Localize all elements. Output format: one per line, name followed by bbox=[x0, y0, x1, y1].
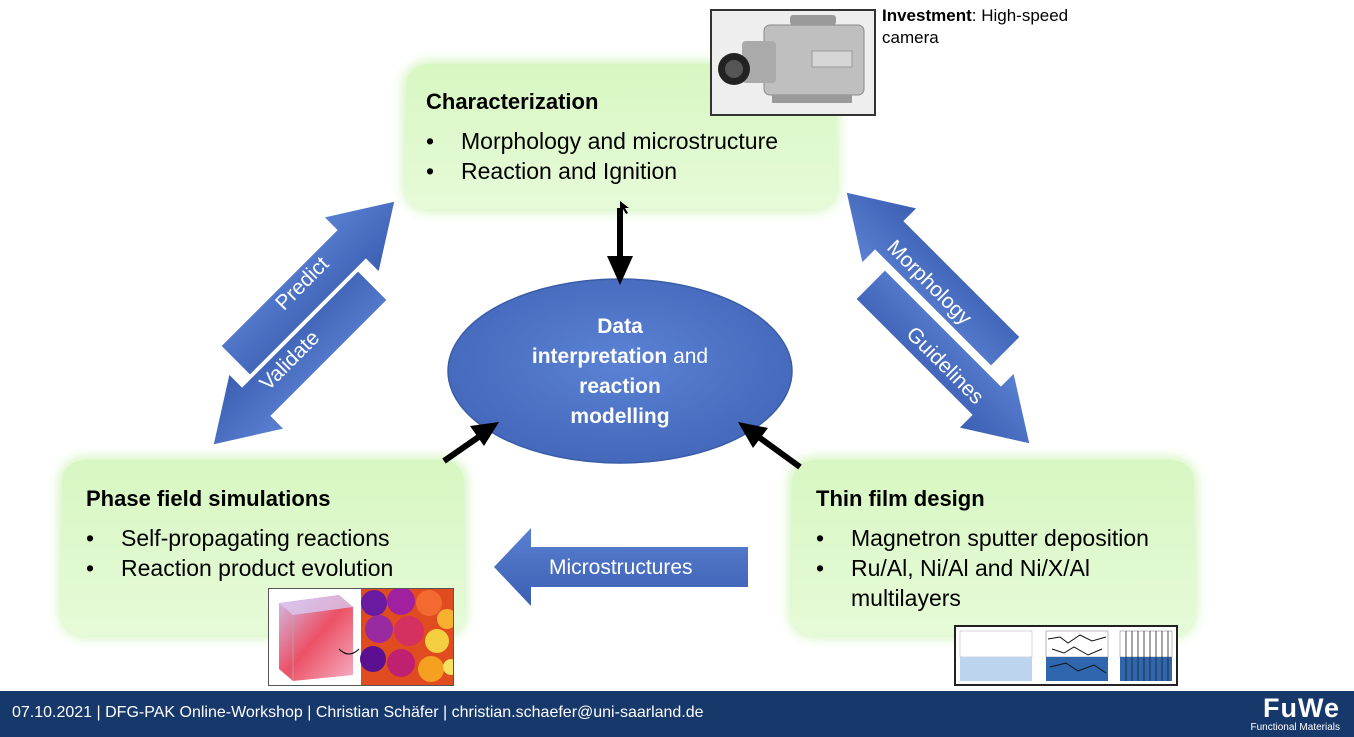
center-line1: Data bbox=[597, 315, 643, 338]
logo-wordmark: FuWe bbox=[1263, 693, 1340, 723]
microstructure-graphic bbox=[959, 630, 1173, 681]
phase-field-title: Phase field simulations bbox=[86, 486, 331, 511]
high-speed-camera-image bbox=[710, 9, 876, 116]
right-black-arrow bbox=[738, 422, 802, 470]
phase-field-bullet: Reaction product evolution bbox=[86, 553, 393, 583]
left-black-arrow bbox=[442, 422, 499, 464]
validate-arrow bbox=[213, 271, 387, 445]
investment-caption: Investment: High-speed camera bbox=[882, 5, 1068, 49]
center-line2-bold: interpretation bbox=[531, 345, 668, 368]
thin-film-bullet: Magnetron sputter deposition bbox=[816, 523, 1149, 553]
down-black-arrow bbox=[607, 208, 633, 285]
characterization-bullet: Reaction and Ignition bbox=[426, 156, 778, 186]
morphology-arrow bbox=[846, 192, 1020, 366]
guidelines-arrow bbox=[856, 270, 1030, 444]
phase-field-simulation-image bbox=[268, 588, 454, 686]
thin-film-bullets: Magnetron sputter deposition Ru/Al, Ni/A… bbox=[816, 523, 1149, 613]
center-line3: reaction bbox=[579, 375, 661, 398]
characterization-bullet: Morphology and microstructure bbox=[426, 126, 778, 156]
footer-text: 07.10.2021 | DFG-PAK Online-Workshop | C… bbox=[12, 704, 704, 721]
fuwe-logo: FuWe Functional Materials bbox=[1251, 694, 1340, 733]
investment-label: Investment bbox=[882, 6, 972, 25]
microstructures-arrow bbox=[494, 528, 748, 606]
phase-field-bullet: Self-propagating reactions bbox=[86, 523, 393, 553]
thin-film-bullet: Ru/Al, Ni/Al and Ni/X/Al bbox=[816, 553, 1149, 583]
characterization-title: Characterization bbox=[426, 89, 599, 114]
characterization-bullets: Morphology and microstructure Reaction a… bbox=[426, 126, 778, 186]
predict-arrow bbox=[221, 201, 395, 375]
center-line4: modelling bbox=[570, 405, 670, 428]
thin-film-microstructure-images bbox=[954, 625, 1178, 686]
microstructures-label: Microstructures bbox=[549, 556, 693, 579]
thin-film-bullet-cont: multilayers bbox=[816, 583, 1149, 613]
investment-text: : High-speed bbox=[971, 6, 1069, 25]
thin-film-title: Thin film design bbox=[816, 486, 985, 511]
cursor-icon bbox=[620, 201, 629, 214]
camera-icon bbox=[712, 11, 874, 114]
center-text: Data interpretation and reaction modelli… bbox=[470, 312, 770, 432]
investment-text-2: camera bbox=[882, 28, 939, 47]
logo-subtitle: Functional Materials bbox=[1250, 722, 1340, 733]
footer-bar: 07.10.2021 | DFG-PAK Online-Workshop | C… bbox=[0, 691, 1354, 737]
thin-film-bullet-continuation: multilayers bbox=[851, 585, 961, 611]
phase-field-bullets: Self-propagating reactions Reaction prod… bbox=[86, 523, 393, 583]
center-line2-rest: and bbox=[667, 345, 709, 368]
simulation-graphic bbox=[279, 589, 453, 685]
